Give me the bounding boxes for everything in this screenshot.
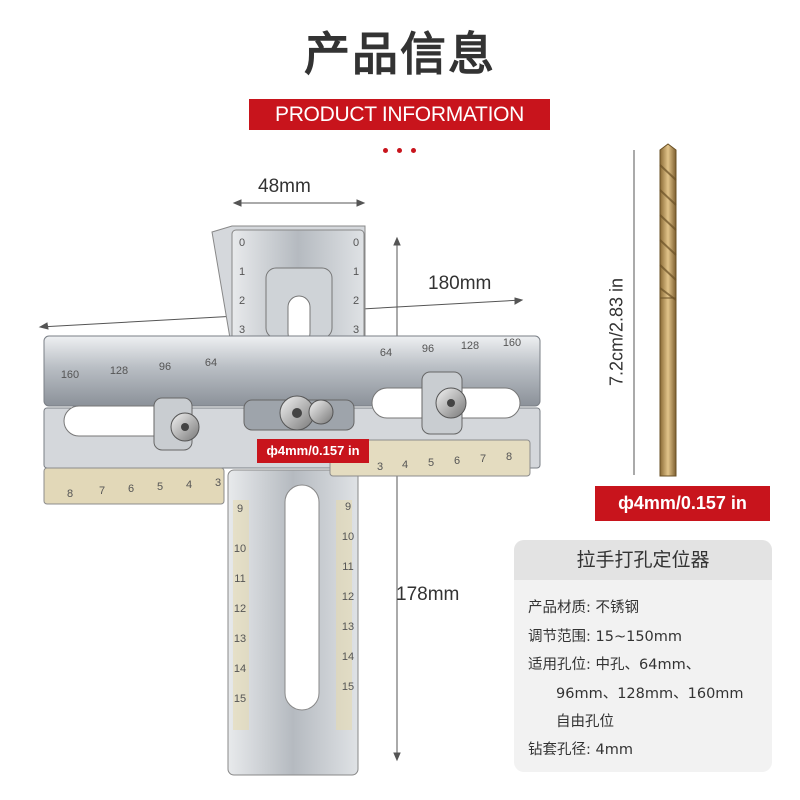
spec-free-hole: 自由孔位 — [556, 714, 614, 730]
spec-holes: 适用孔位: 中孔、64mm、 — [528, 657, 701, 673]
subtitle-banner: PRODUCT INFORMATION — [249, 99, 550, 130]
lower-left-scale-label: 6 — [128, 483, 134, 495]
dimension-lines — [38, 150, 635, 762]
vertical-right-scale-label: 9 — [345, 501, 351, 513]
drill-bit-icon — [659, 143, 677, 477]
vertical-right-scale-label: 10 — [342, 531, 354, 543]
top-scale-label-right: 1 — [353, 266, 359, 278]
vertical-left-scale-label: 11 — [234, 573, 245, 585]
vertical-right-scale-label: 15 — [342, 681, 354, 693]
horizontal-right-scale-label: 96 — [422, 343, 434, 355]
knob-left-icon — [153, 397, 200, 451]
spec-range: 调节范围: 15~150mm — [528, 629, 683, 645]
top-scale-label-right: 3 — [353, 324, 359, 336]
top-scale-label: 2 — [239, 295, 245, 307]
spec-card-title: 拉手打孔定位器 — [514, 540, 772, 580]
vertical-right-scale-label: 12 — [342, 591, 354, 603]
knob-right-icon — [421, 371, 467, 435]
vertical-right-scale-label: 11 — [342, 561, 353, 573]
horizontal-left-scale-label: 160 — [61, 369, 79, 381]
lower-right-scale-label: 6 — [454, 455, 460, 467]
spec-holes-cont: 96mm、128mm、160mm — [556, 686, 744, 702]
lower-left-scale-label: 5 — [157, 481, 163, 493]
vertical-left-scale-label: 10 — [234, 543, 246, 555]
spec-material: 产品材质: 不锈钢 — [528, 600, 639, 616]
vertical-right-scale-label: 13 — [342, 621, 354, 633]
horizontal-right-scale-label: 160 — [503, 337, 521, 349]
vertical-plate — [227, 469, 359, 776]
vertical-left-scale-label: 14 — [234, 663, 246, 675]
spec-card: 拉手打孔定位器 产品材质: 不锈钢 调节范围: 15~150mm 适用孔位: 中… — [514, 540, 772, 772]
drill-size-tag: ф4mm/0.157 in — [595, 486, 770, 521]
top-scale-label: 3 — [239, 324, 245, 336]
top-scale-label: 0 — [239, 237, 245, 249]
horizontal-left-scale-label: 128 — [110, 365, 128, 377]
lower-left-scale-label: 7 — [99, 485, 105, 497]
lower-right-scale-label: 8 — [506, 451, 512, 463]
top-plate — [211, 225, 366, 356]
lower-right-scale-label: 4 — [402, 459, 408, 471]
knob-center-icon — [279, 395, 334, 431]
spec-bore: 钻套孔径: 4mm — [528, 742, 633, 758]
vertical-left-scale-label: 15 — [234, 693, 246, 705]
vertical-left-scale-label: 12 — [234, 603, 246, 615]
hole-size-tag: ф4mm/0.157 in — [257, 439, 369, 463]
horizontal-left-scale-label: 96 — [159, 361, 171, 373]
horizontal-right-scale-label: 64 — [380, 347, 392, 359]
lower-right-scale-label: 3 — [377, 461, 383, 473]
lower-left-scale-label: 3 — [215, 477, 221, 489]
dimension-length-vertical: 178mm — [396, 584, 460, 605]
horizontal-right-scale-label: 128 — [461, 340, 479, 352]
top-scale-label-right: 2 — [353, 295, 359, 307]
vertical-left-scale-label: 9 — [237, 503, 243, 515]
top-scale-label-right: 0 — [353, 237, 359, 249]
lower-right-scale-label: 7 — [480, 453, 486, 465]
lower-left-scale-label: 8 — [67, 488, 73, 500]
dimension-length-horizontal: 180mm — [428, 273, 492, 294]
lower-left-scale-label: 4 — [186, 479, 192, 491]
decorative-dots — [380, 146, 420, 156]
horizontal-bar — [43, 335, 541, 505]
lower-right-scale-label: 5 — [428, 457, 434, 469]
page-title: 产品信息 — [304, 27, 496, 81]
top-scale-label: 1 — [239, 266, 245, 278]
horizontal-left-scale-label: 64 — [205, 357, 217, 369]
vertical-left-scale-label: 13 — [234, 633, 246, 645]
vertical-right-scale-label: 14 — [342, 651, 354, 663]
dimension-drill-length: 7.2cm/2.83 in — [606, 277, 627, 387]
dimension-width-top: 48mm — [258, 176, 311, 197]
